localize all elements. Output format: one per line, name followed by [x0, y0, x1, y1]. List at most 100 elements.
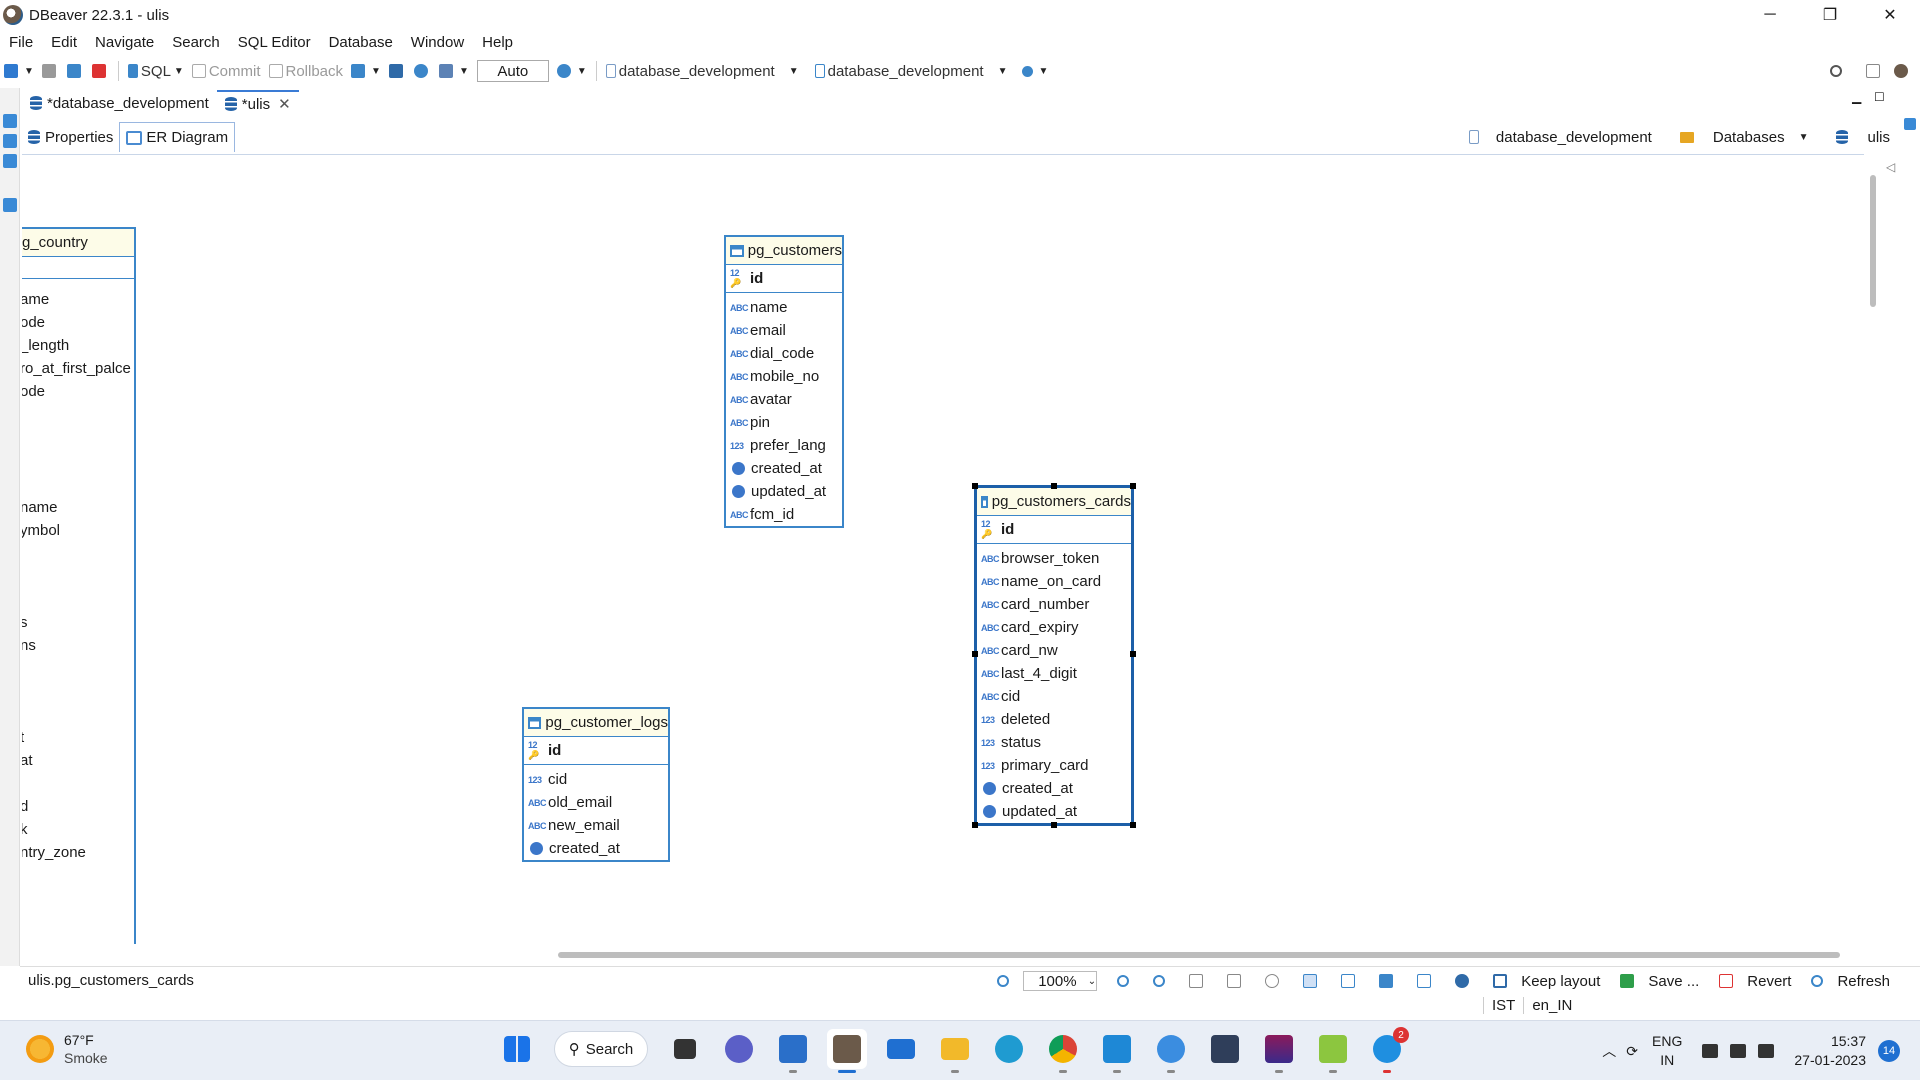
find-button[interactable]: ▼: [1018, 58, 1053, 84]
global-search-button[interactable]: [1826, 58, 1849, 84]
resize-handle[interactable]: [1130, 483, 1136, 489]
dbeaver-perspective-button[interactable]: [1890, 58, 1915, 84]
keep-layout-button[interactable]: Keep layout: [1483, 973, 1600, 990]
skype-app[interactable]: 2: [1367, 1027, 1409, 1073]
menu-window[interactable]: Window: [410, 33, 465, 51]
resize-handle[interactable]: [972, 822, 978, 828]
edge-app[interactable]: [989, 1029, 1029, 1069]
tab-database-development[interactable]: *database_development: [22, 90, 217, 116]
notation-button[interactable]: [1331, 974, 1359, 988]
settings-button[interactable]: [1445, 974, 1473, 988]
grid-button[interactable]: [1217, 974, 1245, 988]
sql-editor-button[interactable]: SQL▼: [124, 58, 188, 84]
new-connection-button[interactable]: ▼: [0, 58, 38, 84]
zoom-out-button[interactable]: [1143, 975, 1169, 987]
menu-edit[interactable]: Edit: [51, 33, 78, 51]
horizontal-scrollbar[interactable]: [558, 952, 1840, 958]
dbeaver-app[interactable]: [827, 1029, 867, 1073]
photos-app[interactable]: [773, 1029, 813, 1073]
settings-app[interactable]: [1151, 1029, 1191, 1073]
print-button[interactable]: [1369, 974, 1397, 988]
history-button[interactable]: ▼: [553, 58, 591, 84]
restore-button[interactable]: ❐: [1822, 7, 1838, 24]
transaction-mode-button[interactable]: ▼: [347, 58, 385, 84]
resize-handle[interactable]: [1130, 822, 1136, 828]
tools-button[interactable]: ▼: [435, 58, 473, 84]
file-explorer-app[interactable]: [935, 1029, 975, 1073]
close-tab-icon[interactable]: ✕: [278, 96, 291, 113]
menu-navigate[interactable]: Navigate: [95, 33, 155, 51]
vertical-scrollbar[interactable]: [1870, 175, 1876, 307]
active-schema-selector[interactable]: database_development▼: [803, 58, 1012, 84]
mail-app[interactable]: [881, 1029, 921, 1069]
terminal-app[interactable]: [1205, 1029, 1245, 1069]
snap-button[interactable]: [1255, 974, 1283, 988]
task-view-button[interactable]: [665, 1029, 705, 1069]
lock-button[interactable]: [385, 58, 410, 84]
breadcrumb-databases[interactable]: Databases▼: [1666, 129, 1808, 146]
perspective-button[interactable]: [1862, 58, 1887, 84]
rollback-button[interactable]: Rollback: [265, 58, 348, 84]
sync-icon[interactable]: ⟳: [1626, 1042, 1639, 1059]
minimize-editor-button[interactable]: ▁: [1852, 90, 1862, 104]
menu-search[interactable]: Search: [172, 33, 220, 51]
refresh-button[interactable]: Refresh: [1801, 973, 1890, 990]
connect-button[interactable]: [38, 58, 63, 84]
resize-handle[interactable]: [1051, 822, 1057, 828]
commit-button[interactable]: Commit: [188, 58, 265, 84]
winrar-app[interactable]: [1259, 1029, 1299, 1073]
panel-toggle-icon[interactable]: ◁: [1886, 160, 1896, 174]
resize-handle[interactable]: [972, 483, 978, 489]
zoom-search-button[interactable]: [987, 975, 1013, 987]
input-language[interactable]: ENG IN: [1652, 1032, 1682, 1070]
notepad-app[interactable]: [1313, 1029, 1353, 1073]
database-navigator-icon[interactable]: [2, 114, 17, 128]
tab-er-diagram[interactable]: ER Diagram: [119, 122, 236, 152]
pending-tx-button[interactable]: [410, 58, 435, 84]
zoom-select[interactable]: 100%⌄: [1023, 971, 1098, 991]
properties-view-icon[interactable]: [1904, 118, 1916, 130]
vscode-app[interactable]: [1097, 1029, 1137, 1073]
show-hidden-icons-button[interactable]: ︿: [1602, 1043, 1617, 1059]
layout-button[interactable]: [1179, 974, 1207, 988]
tab-ulis[interactable]: *ulis✕: [216, 90, 299, 116]
reconnect-button[interactable]: [63, 58, 88, 84]
entity-country[interactable]: g_country ame ode _length ro_at_first_pa…: [22, 227, 136, 944]
projects-icon[interactable]: [2, 134, 17, 148]
zoom-in-button[interactable]: [1107, 975, 1133, 987]
attribute-view-button[interactable]: [1293, 974, 1321, 988]
weather-widget[interactable]: 67°F Smoke: [26, 1031, 108, 1067]
resize-handle[interactable]: [972, 651, 978, 657]
active-datasource-selector[interactable]: database_development▼: [602, 58, 803, 84]
breadcrumb-schema[interactable]: ulis: [1822, 129, 1890, 146]
panel-icon[interactable]: [2, 198, 17, 212]
revert-button[interactable]: Revert: [1709, 973, 1791, 990]
resize-handle[interactable]: [1130, 651, 1136, 657]
wifi-icon[interactable]: [1702, 1044, 1719, 1058]
notification-count[interactable]: 14: [1878, 1040, 1900, 1062]
transaction-mode-field[interactable]: Auto: [476, 60, 549, 82]
er-diagram-canvas[interactable]: g_country ame ode _length ro_at_first_pa…: [22, 154, 1864, 944]
teams-chat-app[interactable]: [719, 1029, 759, 1069]
close-window-button[interactable]: ✕: [1883, 7, 1897, 24]
save-button[interactable]: Save ...: [1610, 973, 1699, 990]
start-button[interactable]: [497, 1029, 537, 1069]
battery-icon[interactable]: [1758, 1044, 1775, 1058]
chrome-app[interactable]: [1043, 1029, 1083, 1073]
menu-sql-editor[interactable]: SQL Editor: [237, 33, 311, 51]
menu-file[interactable]: File: [9, 33, 34, 51]
menu-help[interactable]: Help: [482, 33, 514, 51]
menu-database[interactable]: Database: [328, 33, 393, 51]
breadcrumb-datasource[interactable]: database_development: [1455, 129, 1652, 146]
tab-properties[interactable]: Properties: [22, 122, 119, 152]
outline-icon[interactable]: [2, 154, 17, 168]
resize-handle[interactable]: [1051, 483, 1057, 489]
maximize-editor-button[interactable]: ☐: [1874, 90, 1885, 104]
clock[interactable]: 15:37 27-01-2023: [1794, 1032, 1866, 1070]
minimize-button[interactable]: ─: [1764, 6, 1776, 23]
disconnect-button[interactable]: [88, 58, 113, 84]
export-image-button[interactable]: [1407, 974, 1435, 988]
